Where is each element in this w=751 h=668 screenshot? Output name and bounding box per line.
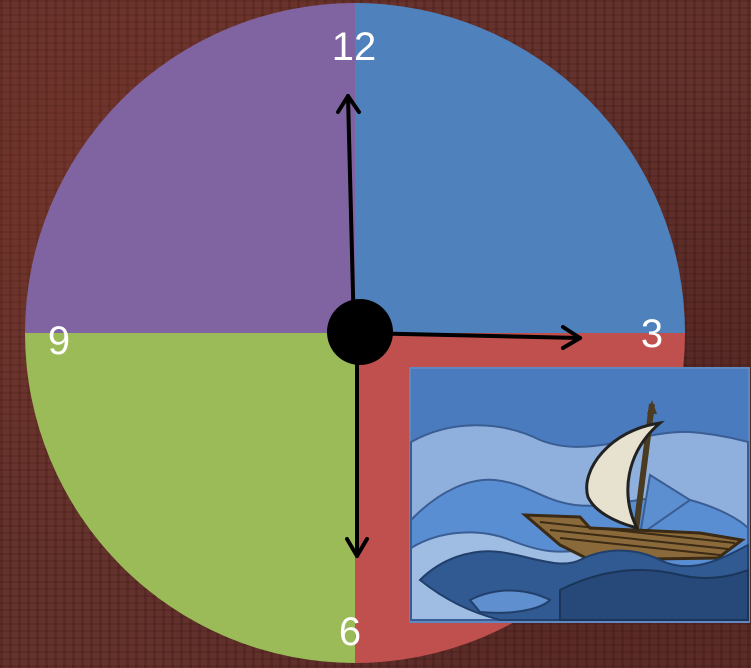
label-3: 3 (641, 312, 663, 356)
label-6: 6 (339, 610, 361, 654)
quadrant-top-left (25, 3, 355, 333)
clock-hub (327, 299, 393, 365)
quadrant-bottom-left (25, 333, 355, 663)
sailboat-picture (410, 368, 749, 622)
quadrant-top-right (355, 3, 685, 333)
label-12: 12 (332, 25, 377, 69)
label-9: 9 (48, 319, 70, 363)
